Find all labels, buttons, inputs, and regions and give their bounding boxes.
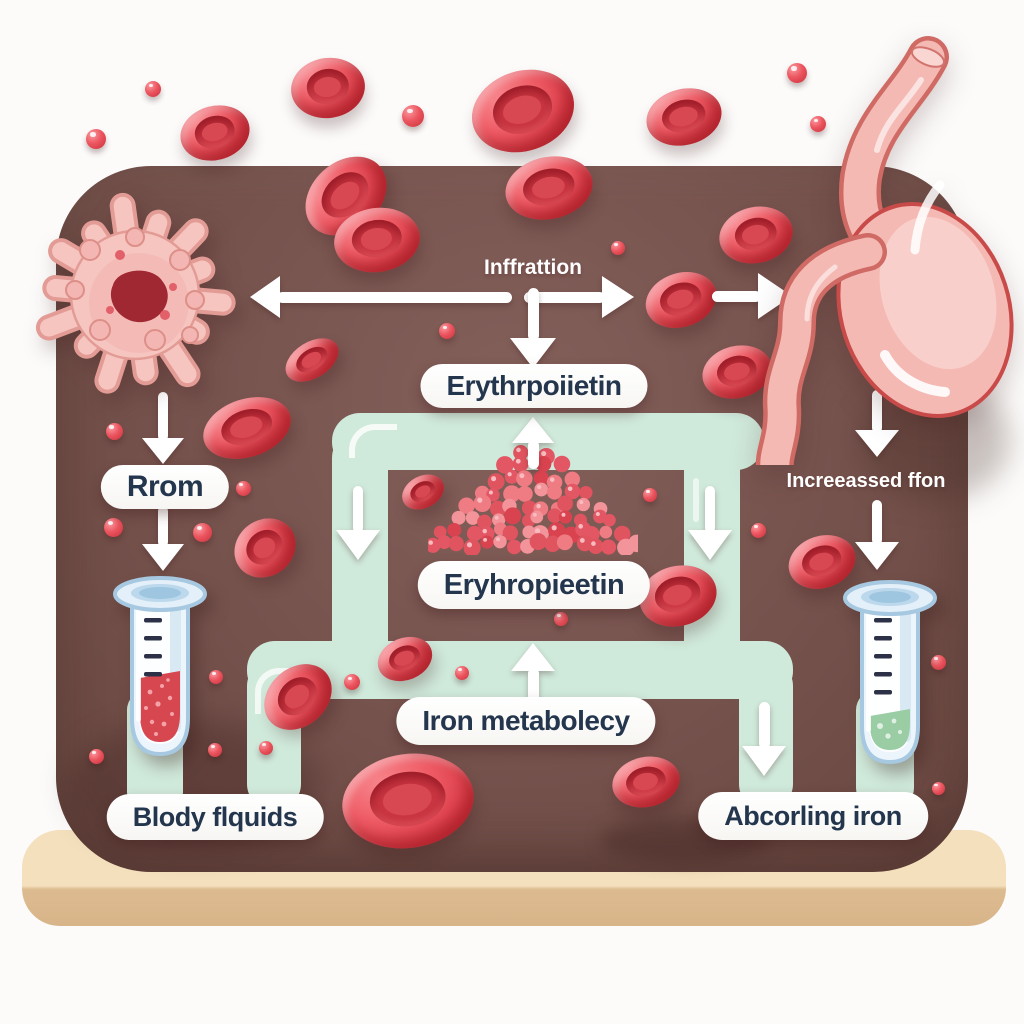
iron-granule-pile (428, 444, 638, 555)
tube-shade (900, 604, 911, 742)
red-dot (930, 654, 946, 670)
stomach-duodenum (760, 237, 883, 465)
stomach-glint (880, 350, 950, 397)
pathway-glint (693, 478, 699, 522)
red-blood-cell (174, 97, 256, 169)
red-dot (643, 488, 657, 502)
arrow-down-to-right-tube-icon (855, 500, 899, 570)
label-text: Rrom (126, 470, 204, 503)
blood-sample-test-tube (113, 576, 207, 757)
red-dot (209, 670, 223, 684)
red-dot (344, 674, 360, 690)
red-dot (88, 748, 104, 764)
red-dot (810, 116, 826, 132)
tube-rim-hole (869, 591, 911, 603)
red-dot (145, 81, 161, 97)
red-dot (235, 480, 251, 496)
arrow-down-loop-right-icon (688, 486, 732, 560)
label-increased-iron: Increeassed ffon (786, 470, 946, 492)
stomach-glint (804, 264, 838, 322)
red-dot (554, 612, 568, 626)
label-text: Abcorling iron (724, 800, 902, 831)
arrow-down-lower-right-icon (742, 702, 786, 776)
red-dot (787, 63, 807, 83)
red-dot (455, 666, 469, 680)
label-infiltration: Inffrattion (484, 256, 582, 279)
iron-sample-test-tube (843, 580, 937, 765)
dendritic-cell-illustration (35, 192, 236, 394)
stomach-glint (874, 77, 924, 153)
label-pill-erythropoietin-top: Erythrpoiietin (420, 364, 648, 408)
red-dot (192, 522, 212, 542)
arrow-down-loop-left-icon (336, 486, 380, 560)
label-pill-iron-metabolism: Iron metabolecy (396, 697, 656, 745)
label-text: Blody flquids (132, 801, 298, 832)
arrow-down-stomach-icon (855, 390, 899, 457)
red-dot (931, 781, 945, 795)
red-dot (750, 522, 766, 538)
stomach-body-highlight (879, 216, 997, 370)
pathway-glint (255, 668, 291, 714)
flow-arrow-left-icon (250, 276, 512, 318)
arrow-down-to-erythropoietin-icon (510, 288, 556, 368)
tube-liquid-blood (140, 671, 180, 742)
label-pill-erythropoietin-mid: Eryhropieetin (417, 561, 651, 609)
tube-liquid-green (870, 709, 910, 750)
label-text: Iron metabolecy (422, 705, 630, 736)
label-pill-body-fluids: Blody flquids (106, 794, 324, 840)
red-dot (402, 105, 424, 127)
arrow-up-into-pill-icon (512, 417, 554, 469)
pathway-glint (349, 424, 397, 458)
red-dot (439, 323, 455, 339)
arrow-down-cell-to-from-icon (142, 392, 184, 464)
tube-rim-hole (139, 587, 181, 599)
arrow-down-from-to-tube-icon (142, 506, 184, 571)
stomach-glint (910, 180, 945, 255)
label-pill-from: Rrom (100, 465, 230, 509)
red-dot (259, 741, 273, 755)
red-dot (105, 422, 123, 440)
red-dot (208, 743, 222, 757)
stomach-illustration (755, 36, 1014, 465)
stomach-esophagus-opening (910, 46, 946, 68)
red-blood-cell (287, 53, 369, 123)
arrow-up-metabolism-icon (511, 643, 555, 719)
red-dot (86, 129, 106, 149)
flow-arrow-right-icon (524, 276, 634, 318)
tube-glint (136, 604, 141, 722)
red-blood-cell (640, 80, 728, 154)
red-dot (611, 241, 625, 255)
label-text: Erythrpoiietin (446, 370, 622, 401)
label-text: Eryhropieetin (443, 568, 625, 601)
red-dot (103, 517, 123, 537)
tube-glint (866, 608, 871, 732)
label-pill-absorbing-iron: Abcorling iron (698, 792, 928, 840)
red-blood-cell (461, 56, 585, 166)
